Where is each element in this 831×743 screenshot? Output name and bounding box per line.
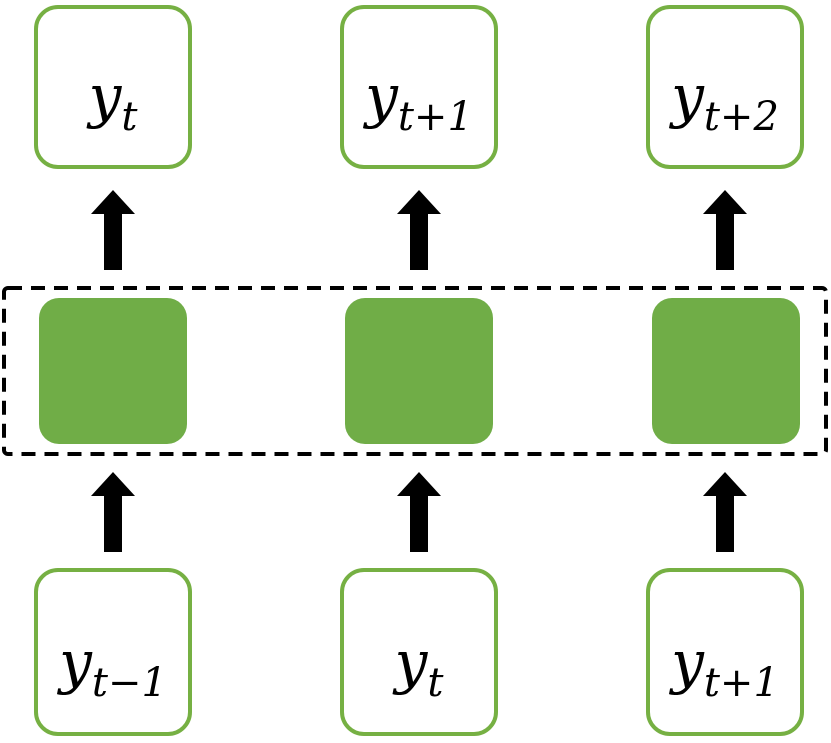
output-label-0: yt [86, 62, 139, 140]
hidden-cell-1 [345, 298, 493, 444]
arrow-up-input-2 [703, 472, 747, 552]
hidden-cell-2 [652, 298, 800, 444]
hidden-layer-frame [2, 286, 828, 456]
arrow-up-output-2 [703, 190, 747, 270]
input-box-2 [646, 568, 804, 736]
output-label-1: yt+1 [362, 62, 473, 140]
input-box-1 [340, 568, 498, 736]
input-box-0 [34, 568, 192, 736]
arrow-up-output-1 [397, 190, 441, 270]
arrow-up-input-0 [91, 472, 135, 552]
output-label-2: yt+2 [668, 62, 779, 140]
output-box-0 [34, 5, 192, 169]
input-node-1: yt [340, 568, 498, 736]
input-label-1: yt [392, 628, 445, 706]
output-node-2: yt+2 [646, 5, 804, 169]
output-box-2 [646, 5, 804, 169]
input-label-0: yt−1 [56, 628, 167, 706]
output-node-0: yt [34, 5, 192, 169]
output-box-1 [340, 5, 498, 169]
arrow-up-input-1 [397, 472, 441, 552]
input-label-2: yt+1 [668, 628, 779, 706]
input-node-0: yt−1 [34, 568, 192, 736]
hidden-cell-0 [39, 298, 187, 444]
output-node-1: yt+1 [340, 5, 498, 169]
input-node-2: yt+1 [646, 568, 804, 736]
arrow-up-output-0 [91, 190, 135, 270]
